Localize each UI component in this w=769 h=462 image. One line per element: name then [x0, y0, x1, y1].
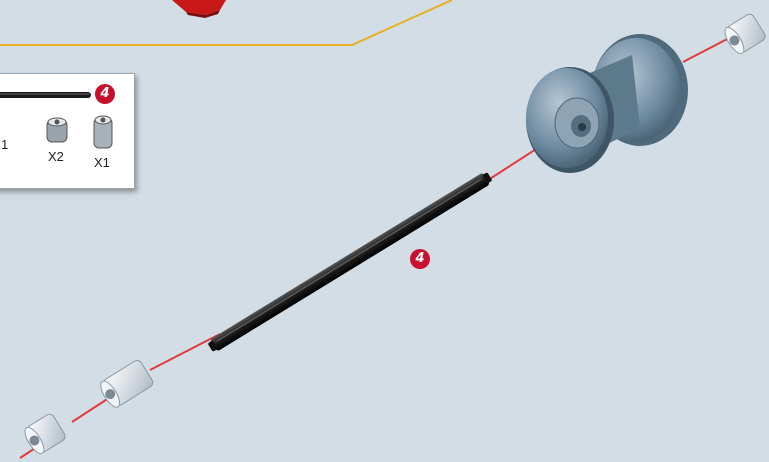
pin-connector-icon: [94, 116, 112, 148]
axle-icon: [207, 170, 494, 353]
guide-line: [0, 0, 452, 45]
connector-qty-label: X1: [94, 156, 110, 169]
bush-icon: [47, 118, 67, 142]
bush-icon: [721, 12, 767, 56]
long-axle-icon: [0, 92, 91, 98]
callout-step-badge: 4: [95, 84, 115, 104]
axle-step-badge: 4: [410, 249, 430, 269]
partial-qty-label: 1: [1, 138, 8, 151]
red-brick-icon: [172, 0, 226, 18]
wheel-icon: [526, 34, 688, 173]
bush-qty-label: X2: [48, 150, 64, 163]
bush-icon: [21, 412, 67, 456]
pin-connector-icon: [97, 359, 154, 410]
parts-callout: 4 1 X2 X1: [0, 73, 135, 189]
